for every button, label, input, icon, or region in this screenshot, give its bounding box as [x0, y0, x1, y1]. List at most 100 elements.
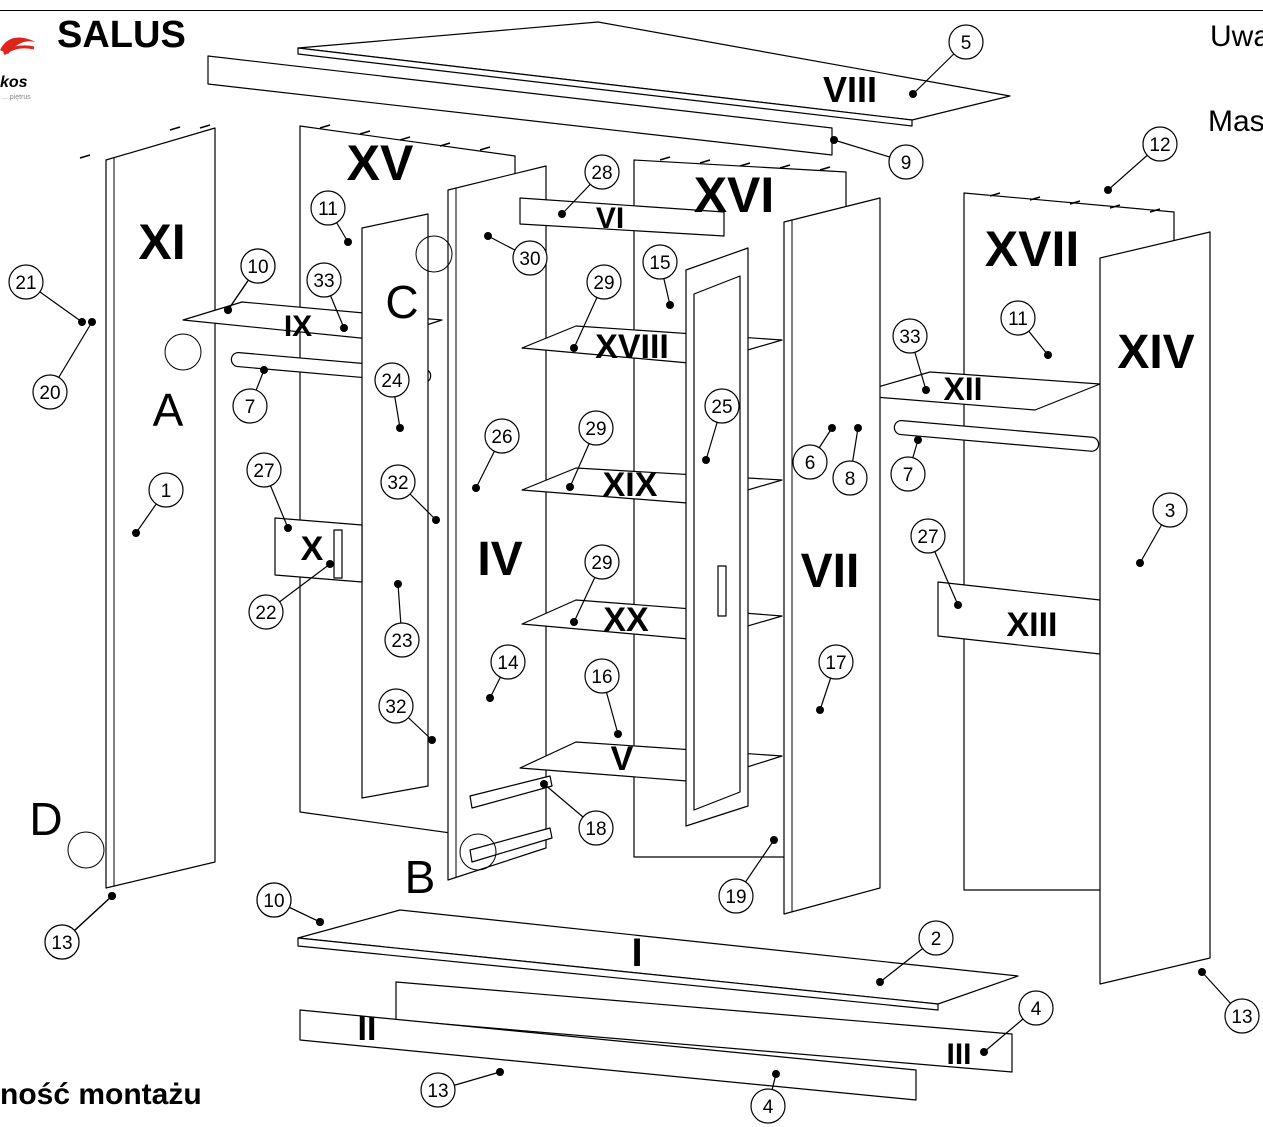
callout-number: 29: [585, 419, 606, 440]
callout-13: 13: [1198, 968, 1260, 1034]
callout-15: 15: [642, 244, 678, 309]
callout-number: 11: [1008, 309, 1028, 330]
detail-letter-C: C: [385, 276, 418, 328]
callout-number: 25: [711, 397, 732, 418]
callout-13: 13: [44, 892, 116, 960]
callout-number: 2: [931, 929, 942, 950]
callout-24: 24: [374, 362, 410, 432]
part-label-XVII: XVII: [985, 221, 1079, 277]
callout-11: 11: [1000, 300, 1052, 359]
callout-number: 7: [903, 465, 914, 486]
callout-number: 33: [313, 271, 334, 292]
part-label-I: I: [631, 931, 642, 975]
callout-5: 5: [909, 24, 984, 98]
callout-number: 29: [593, 273, 614, 294]
callout-number: 9: [901, 153, 912, 174]
callout-10: 10: [224, 248, 276, 314]
screw-mark: [989, 192, 1001, 197]
callout-33: 33: [306, 262, 348, 332]
screw-mark: [199, 124, 211, 129]
screw-mark: [1069, 200, 1081, 205]
callout-number: 19: [725, 887, 746, 908]
callout-1: 1: [132, 472, 184, 537]
callout-25: 25: [702, 388, 740, 464]
detail-circle-A: [164, 333, 202, 371]
part-label-XIII: XIII: [1006, 606, 1057, 644]
screw-mark: [479, 146, 491, 151]
panel-XIV-side: [1099, 231, 1211, 985]
assembly-order-note: ność montażu: [0, 1078, 202, 1111]
callout-number: 27: [253, 461, 274, 482]
detail-circle-B: [459, 833, 497, 871]
part-label-VII: VII: [801, 545, 860, 598]
screw-mark: [779, 164, 791, 169]
callout-23: 23: [384, 580, 420, 658]
screw-mark: [819, 166, 831, 171]
part-label-XVIII: XVIII: [595, 328, 669, 366]
callout-number: 17: [825, 653, 846, 674]
detail-letter-D: D: [29, 793, 62, 845]
callout-number: 13: [427, 1081, 448, 1102]
callout-33: 33: [892, 318, 930, 394]
callout-number: 16: [591, 667, 612, 688]
callout-number: 4: [763, 1097, 774, 1118]
rod-7-right: [893, 419, 1100, 452]
part-label-III: III: [946, 1038, 971, 1071]
screw-mark: [319, 124, 331, 129]
callout-number: 11: [318, 199, 338, 220]
callout-number: 10: [263, 891, 284, 912]
callout-number: 30: [519, 249, 540, 270]
brand-title: SALUS: [57, 14, 186, 56]
rail-VI: [519, 197, 725, 237]
runner-18-a: [469, 775, 553, 809]
callout-16: 16: [584, 658, 622, 738]
callout-number: 12: [1149, 135, 1170, 156]
screw-mark: [1149, 208, 1161, 213]
panel-I-front: [297, 937, 939, 1011]
callout-12: 12: [1104, 126, 1178, 194]
mirror-25: [693, 275, 741, 811]
callout-number: 24: [381, 371, 403, 392]
callout-32: 32: [378, 688, 436, 744]
callout-number: 23: [391, 631, 412, 652]
callout-7: 7: [890, 436, 926, 492]
callout-26: 26: [472, 418, 520, 492]
detail-circle-D: [67, 831, 105, 869]
header-rule: [0, 10, 1263, 11]
screw-mark: [699, 159, 711, 164]
callout-number: 7: [245, 397, 256, 418]
callout-number: 22: [255, 603, 276, 624]
panel-IV-side: [447, 165, 547, 881]
callout-7: 7: [232, 366, 268, 424]
plinth-III: [395, 981, 1013, 1073]
plinth-II: [299, 1009, 917, 1101]
callout-3: 3: [1136, 492, 1188, 567]
screw-mark: [1029, 196, 1041, 201]
callout-18: 18: [540, 780, 614, 846]
callout-number: 20: [39, 383, 60, 404]
detail-letter-B: B: [405, 851, 436, 903]
logo-tagline: ... piętrus: [2, 94, 31, 101]
screw-mark: [79, 154, 91, 159]
callout-29: 29: [566, 410, 614, 491]
callout-11: 11: [310, 190, 352, 246]
detail-letter-A: A: [153, 384, 184, 436]
callout-22: 22: [248, 560, 334, 630]
note-top: Uwa: [1210, 20, 1263, 53]
callout-14: 14: [486, 644, 526, 702]
screw-mark: [169, 126, 181, 131]
panel-VII-side: [783, 197, 881, 915]
part-label-IV: IV: [477, 533, 522, 586]
callout-number: 27: [917, 527, 938, 548]
callout-number: 28: [591, 163, 612, 184]
screw-mark: [399, 136, 411, 141]
callout-4: 4: [980, 990, 1054, 1056]
callout-number: 29: [591, 553, 612, 574]
callout-6: 6: [792, 424, 836, 480]
callout-number: 4: [1031, 999, 1042, 1020]
part-label-XII: XII: [943, 371, 982, 407]
part-label-VI: VI: [596, 202, 624, 235]
handle-door: [717, 565, 727, 617]
part-label-II: II: [358, 1010, 377, 1048]
callout-number: 21: [15, 273, 36, 294]
